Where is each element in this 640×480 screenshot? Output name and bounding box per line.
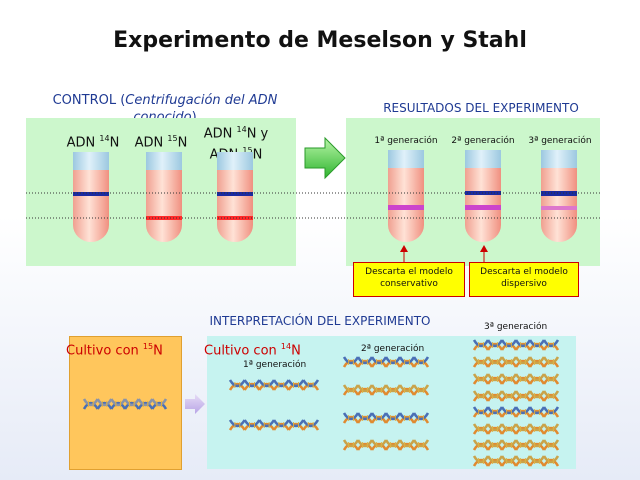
dna-helix-icon — [342, 384, 430, 396]
hybrid-band — [388, 205, 424, 210]
result-tube-gen3 — [541, 150, 577, 242]
heavy-band — [217, 216, 253, 220]
dna-helix-icon — [228, 419, 320, 431]
dna-helix-icon — [342, 412, 430, 424]
page-title: Experimento de Meselson y Stahl — [113, 28, 527, 53]
results-heading: RESULTADOS DEL EXPERIMENTO — [383, 101, 579, 115]
interp-gen1-label: 1ª generación — [243, 360, 307, 370]
arrow-right-icon — [185, 394, 205, 414]
light-band — [217, 192, 253, 196]
light-band — [541, 191, 577, 196]
control-label: CONTROL (Centrifugación del ADN conocido… — [20, 92, 310, 126]
dna-helix-icon — [472, 390, 560, 402]
interp-gen3-label: 3ª generación — [484, 322, 548, 332]
dna-helix-icon — [342, 439, 430, 451]
interpretation-heading: INTERPRETACIÓN DEL EXPERIMENTO — [209, 314, 431, 328]
dna-helix-icon — [472, 439, 560, 451]
result-tube-gen1 — [388, 150, 424, 242]
tube-label-14n: ADN 14N — [66, 134, 120, 151]
dna-helix-icon — [472, 406, 560, 418]
note-dispersive: Descarta el modelo dispersivo — [469, 262, 579, 297]
dna-helix-icon — [472, 423, 560, 435]
result-gen1-label: 1ª generación — [374, 136, 438, 146]
result-gen3-label: 3ª generación — [528, 136, 592, 146]
dna-helix-icon — [342, 356, 430, 368]
result-tube-gen2 — [465, 150, 501, 242]
dna-helix-icon — [472, 356, 560, 368]
culture-14n-label: Cultivo con 14N — [204, 342, 301, 359]
arrow-right-icon — [304, 136, 346, 180]
dna-helix-icon — [82, 398, 168, 410]
dna-helix-icon — [228, 379, 320, 391]
tube-label-15n: ADN 15N — [134, 134, 188, 151]
culture-15n-label: Cultivo con 15N — [66, 342, 163, 359]
control-prefix: CONTROL ( — [52, 93, 126, 108]
dna-helix-icon — [472, 455, 560, 467]
dna-helix-icon — [472, 339, 560, 351]
hybrid-band — [465, 205, 501, 210]
control-tube-14n — [73, 152, 109, 242]
note-arrow-1 — [400, 245, 408, 262]
interp-gen2-label: 2ª generación — [361, 344, 425, 354]
result-gen2-label: 2ª generación — [451, 136, 515, 146]
note-conservative: Descarta el modelo conservativo — [353, 262, 465, 297]
note-arrow-2 — [480, 245, 488, 262]
control-suffix: ) — [192, 110, 197, 125]
hybrid-band — [541, 206, 577, 210]
control-tube-mix — [217, 152, 253, 242]
light-band — [73, 192, 109, 196]
dna-helix-icon — [472, 373, 560, 385]
